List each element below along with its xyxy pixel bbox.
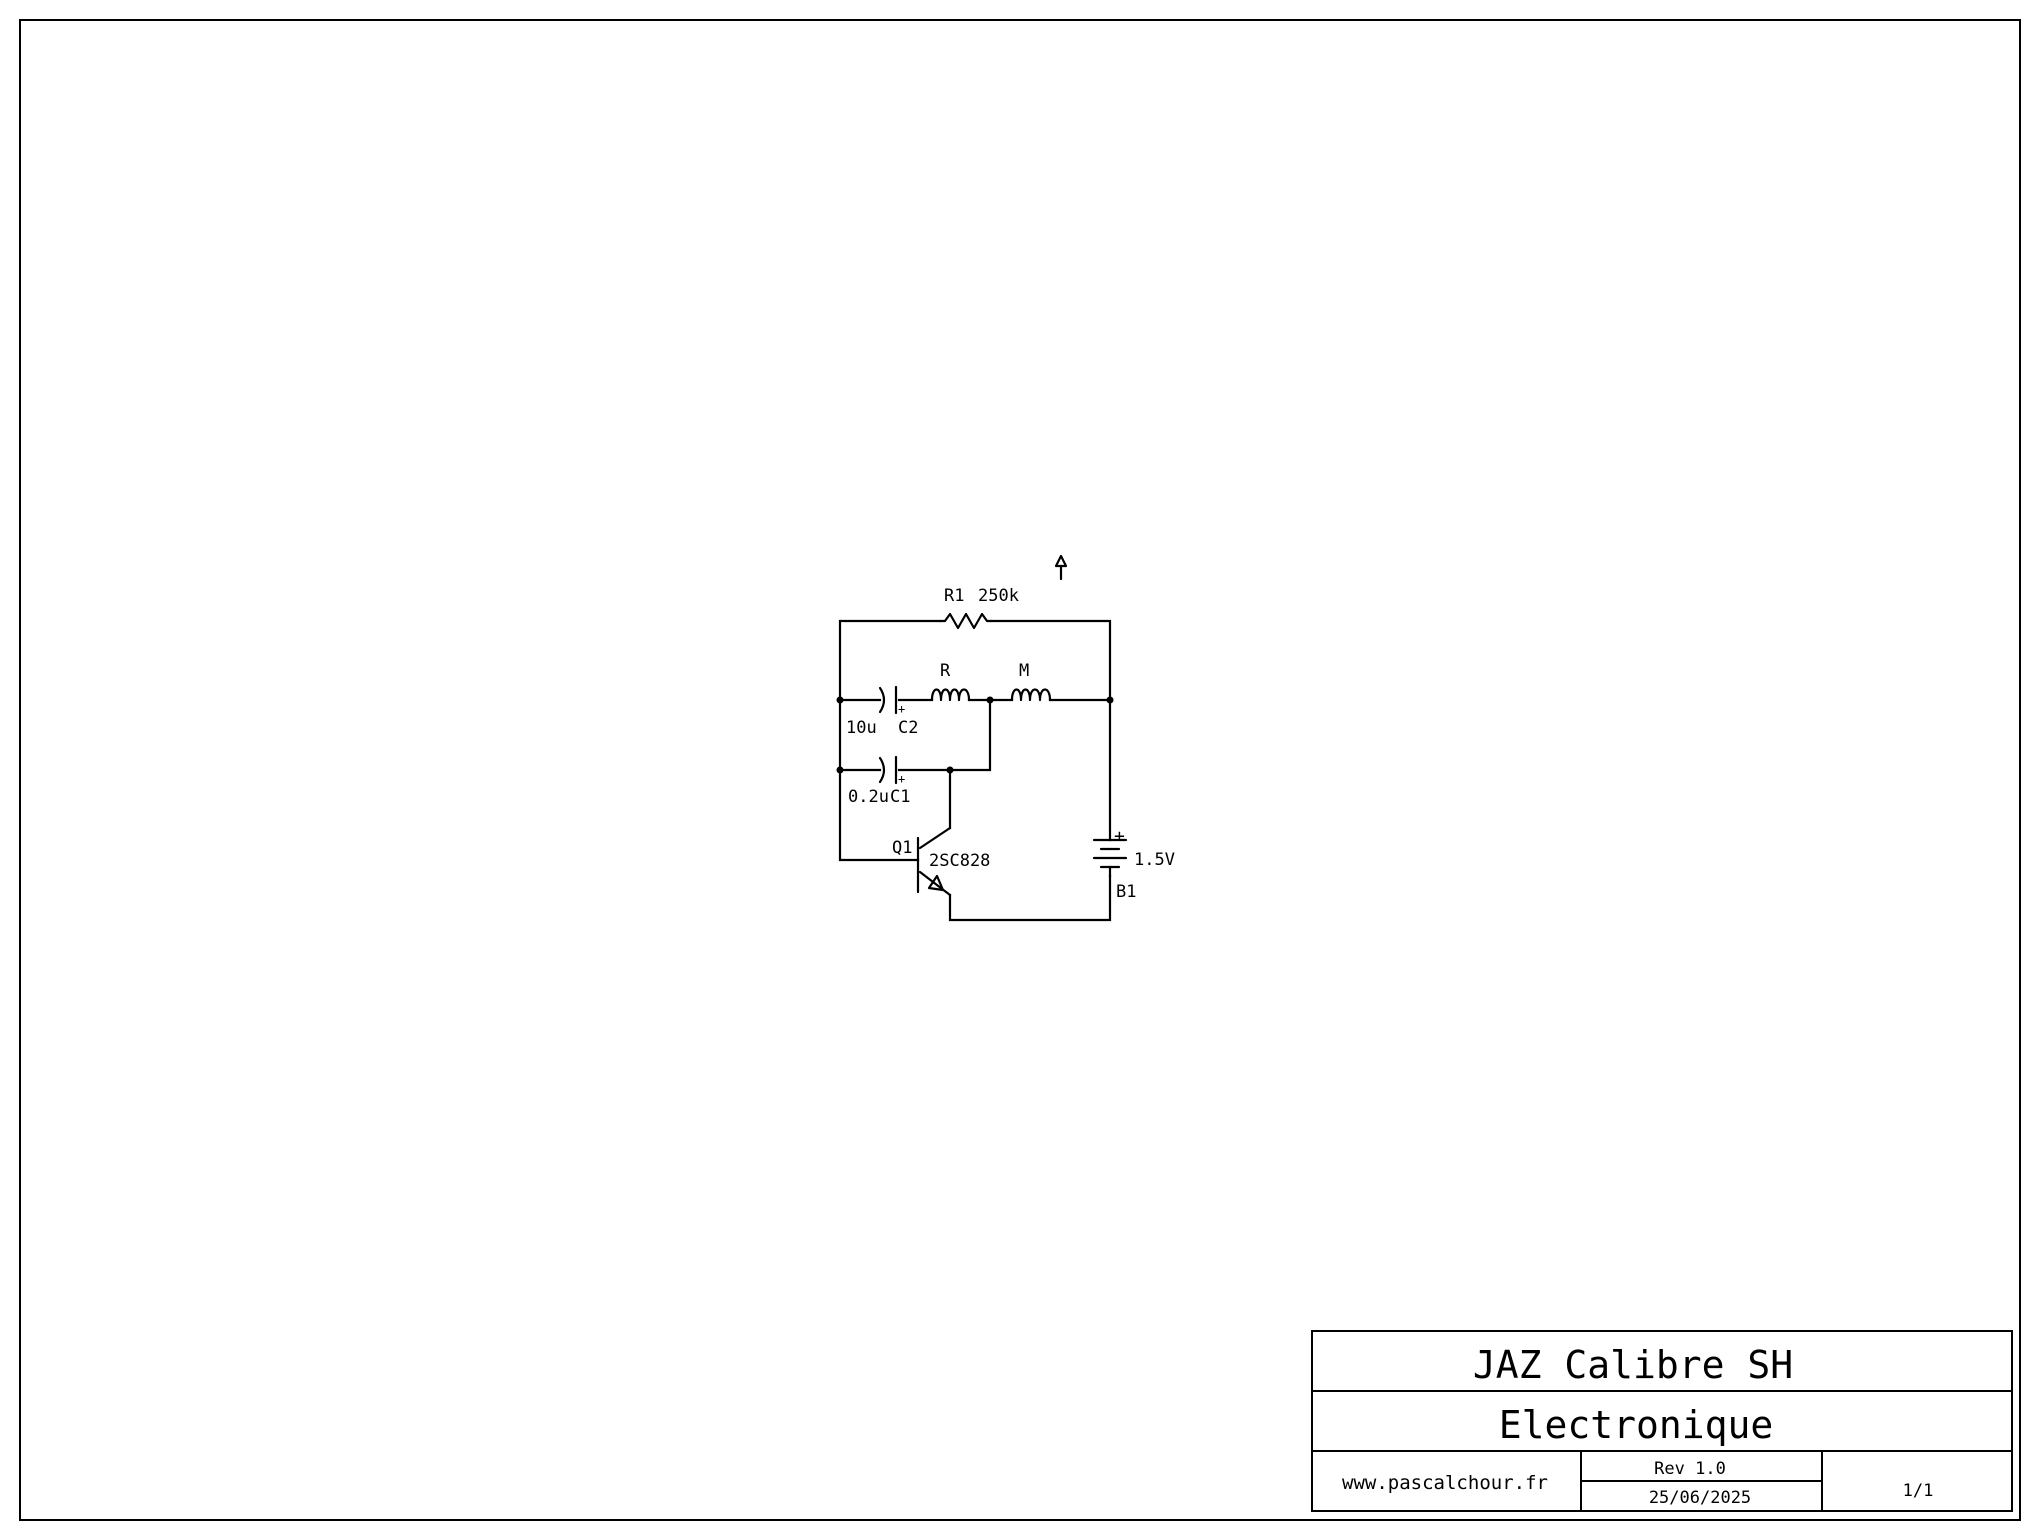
junction-dot xyxy=(836,766,844,774)
b1-value: 1.5V xyxy=(1134,850,1175,870)
capacitor-c1: + 0.2u C1 xyxy=(848,755,910,807)
sheet-border xyxy=(19,19,2021,1521)
junctions xyxy=(836,696,1114,774)
inductor-symbol xyxy=(930,688,971,702)
power-arrow-icon xyxy=(1054,554,1068,581)
capacitor-plate-curved xyxy=(878,686,886,714)
junction-dot xyxy=(986,696,994,704)
coil-r-ref: R xyxy=(940,661,951,681)
capacitor-c2: + 10u C2 xyxy=(846,685,918,738)
date-text: 25/06/2025 xyxy=(1649,1488,1751,1508)
wire-right-top xyxy=(989,619,1112,702)
wires xyxy=(838,619,1112,922)
c1-polarity: + xyxy=(898,772,905,786)
junction-dot xyxy=(1106,696,1114,704)
inductor-m: M xyxy=(1010,661,1052,702)
c2-ref: C2 xyxy=(898,718,918,738)
junction-dot xyxy=(836,696,844,704)
transistor-collector-lead xyxy=(918,826,952,850)
schematic-drawing: R1 250k R M + 10u C2 + xyxy=(836,554,1175,922)
sheet-number-text: 1/1 xyxy=(1903,1481,1934,1501)
c1-ref: C1 xyxy=(890,787,910,807)
wire-base xyxy=(838,768,920,862)
wire-left-top xyxy=(838,619,942,774)
b1-ref: B1 xyxy=(1116,882,1136,902)
c1-value: 0.2u xyxy=(848,787,889,807)
website-text: www.pascalchour.fr xyxy=(1342,1472,1548,1494)
coil-m-ref: M xyxy=(1019,661,1029,681)
inductor-r: R xyxy=(930,661,971,702)
r1-value: 250k xyxy=(978,586,1019,606)
battery-b1: + 1.5V B1 xyxy=(1092,826,1175,902)
title-block: JAZ Calibre SH Electronique www.pascalch… xyxy=(1311,1330,2013,1512)
transistor-q1: Q1 2SC828 xyxy=(892,826,990,897)
capacitor-plate-curved xyxy=(878,756,886,784)
resistor-symbol xyxy=(938,612,993,630)
c2-value: 10u xyxy=(846,718,877,738)
c2-polarity: + xyxy=(898,702,905,716)
transistor-emitter-lead xyxy=(918,870,952,897)
r1-ref: R1 xyxy=(944,586,964,606)
inductor-symbol xyxy=(1010,688,1052,702)
b1-polarity: + xyxy=(1114,826,1125,847)
wire-mid-c1 xyxy=(897,698,992,772)
title-text: JAZ Calibre SH xyxy=(1473,1343,1793,1387)
revision-text: Rev 1.0 xyxy=(1654,1459,1726,1479)
transistor-emitter-arrow xyxy=(927,874,945,892)
q1-ref: Q1 xyxy=(892,838,912,858)
resistor-r1: R1 250k xyxy=(938,586,1019,630)
q1-value: 2SC828 xyxy=(929,851,990,871)
subtitle-text: Electronique xyxy=(1499,1403,1774,1447)
junction-dot xyxy=(946,766,954,774)
wire-emitter xyxy=(948,874,1112,922)
